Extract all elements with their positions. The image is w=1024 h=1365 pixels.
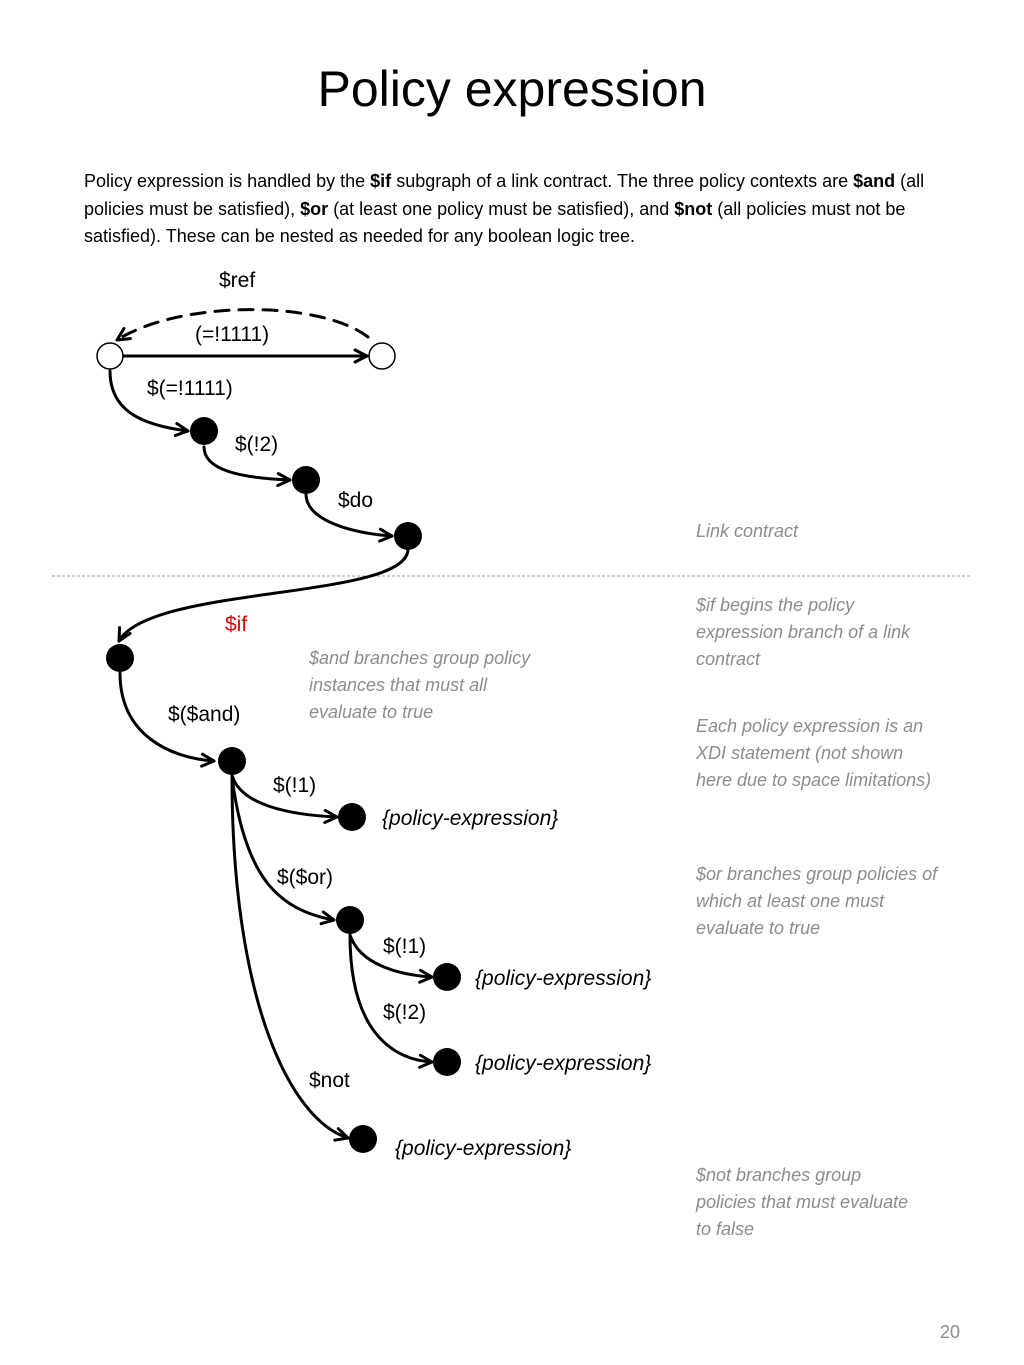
note-or: $or branches group policies of which at …: [696, 864, 938, 938]
intro-text-3: (all policies must be satisfied),: [84, 171, 925, 219]
note-each: Each policy expression is an XDI stateme…: [696, 716, 932, 790]
edge-do: [304, 492, 394, 543]
note-not: $not branches group policies that must e…: [696, 1165, 909, 1239]
label-ref: $ref: [219, 269, 256, 292]
edge-ref: [115, 308, 370, 342]
label-or-2: $(!2): [383, 1001, 427, 1024]
policy-expression-and-1: {policy-expression}: [382, 807, 559, 830]
intro-text-2: subgraph of a link contract. The three p…: [391, 171, 854, 191]
page-number: 20: [939, 1322, 960, 1342]
node-or: [336, 906, 364, 934]
label-if: $if: [225, 613, 248, 636]
intro-text-5: (all policies must not be satisfied). Th…: [84, 198, 906, 247]
node-root-right: [368, 342, 396, 370]
edge-1111: [108, 369, 190, 437]
page-title: Policy expression: [317, 61, 707, 117]
edge-if: [117, 547, 410, 643]
node-if: [106, 644, 134, 672]
edge-2: [202, 445, 292, 488]
intro-text-1: Policy expression is handled by the: [84, 171, 371, 191]
edge-and: [118, 671, 216, 768]
node-1111: [190, 417, 218, 445]
policy-expression-not-1: {policy-expression}: [395, 1137, 572, 1160]
note-link-contract: Link contract: [696, 521, 799, 541]
policy-expression-or-1: {policy-expression}: [475, 967, 652, 990]
label-1111: $(=!1111): [147, 377, 233, 400]
intro-and-keyword: $and: [853, 171, 896, 191]
label-root-arc: (=!1111): [195, 323, 270, 346]
node-do: [394, 522, 422, 550]
intro-text-4: (at least one policy must be satisfied),…: [328, 198, 675, 219]
label-or-1: $(!1): [383, 935, 427, 958]
edge-not: [230, 775, 350, 1142]
intro-if-keyword: $if: [370, 171, 392, 191]
intro-not-keyword: $not: [674, 198, 713, 219]
node-or-2: [433, 1048, 461, 1076]
label-2: $(!2): [235, 433, 279, 456]
intro-or-keyword: $or: [300, 198, 329, 219]
note-if: $if begins the policy expression branch …: [696, 595, 911, 669]
label-or: $($or): [277, 866, 334, 889]
label-do: $do: [338, 489, 374, 512]
edge-or-2: [348, 933, 434, 1069]
node-root-left: [96, 342, 124, 370]
node-and: [218, 747, 246, 775]
edge-and-1: [230, 773, 339, 824]
node-or-1: [433, 963, 461, 991]
policy-expression-or-2: {policy-expression}: [475, 1052, 652, 1075]
node-2: [292, 466, 320, 494]
label-not: $not: [309, 1069, 350, 1092]
node-and-1: [338, 803, 366, 831]
note-and: $and branches group policy instances tha…: [309, 648, 531, 722]
intro-paragraph: Policy expression is handled by the $if …: [84, 168, 954, 251]
edge-or-1: [348, 933, 434, 984]
label-and: $($and): [168, 703, 241, 726]
node-not: [349, 1125, 377, 1153]
label-and-1: $(!1): [273, 774, 317, 797]
edge-or: [230, 775, 336, 926]
